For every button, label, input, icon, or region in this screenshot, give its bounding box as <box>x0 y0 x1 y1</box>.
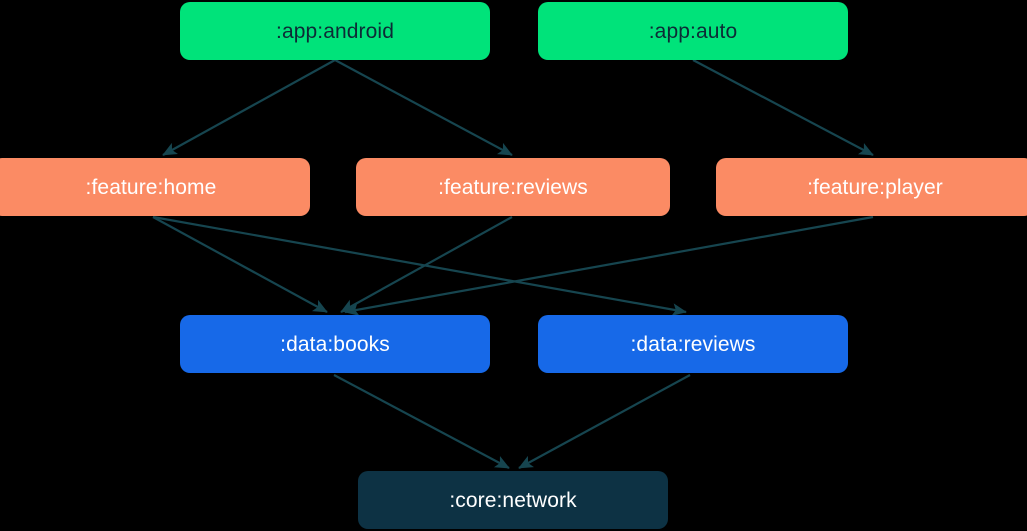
node-label-app-auto: :app:auto <box>648 19 738 43</box>
node-core-network[interactable]: :core:network <box>358 471 668 529</box>
edges-group <box>152 59 874 469</box>
node-feature-reviews[interactable]: :feature:reviews <box>356 158 670 216</box>
edge-feature-player-to-data-books <box>344 215 874 316</box>
node-label-data-reviews: :data:reviews <box>630 332 756 356</box>
node-label-feature-reviews: :feature:reviews <box>438 175 588 199</box>
node-data-books[interactable]: :data:books <box>180 315 490 373</box>
node-label-feature-home: :feature:home <box>85 175 217 199</box>
node-app-android[interactable]: :app:android <box>180 2 490 60</box>
node-label-app-android: :app:android <box>276 19 394 43</box>
node-app-auto[interactable]: :app:auto <box>538 2 848 60</box>
edge-app-auto-to-feature-player <box>692 59 874 156</box>
edge-data-reviews-to-core-network <box>518 374 691 469</box>
edge-feature-home-to-data-books <box>152 216 328 313</box>
edge-app-android-to-feature-home <box>162 59 336 156</box>
edge-data-books-to-core-network <box>333 374 510 469</box>
node-label-feature-player: :feature:player <box>807 175 943 199</box>
node-label-data-books: :data:books <box>280 332 390 356</box>
edge-app-android-to-feature-reviews <box>334 59 513 156</box>
node-feature-player[interactable]: :feature:player <box>716 158 1027 216</box>
node-label-core-network: :core:network <box>449 488 577 512</box>
node-data-reviews[interactable]: :data:reviews <box>538 315 848 373</box>
edge-feature-home-to-data-reviews <box>152 215 687 316</box>
edge-feature-reviews-to-data-books <box>340 216 513 313</box>
node-feature-home[interactable]: :feature:home <box>0 158 310 216</box>
